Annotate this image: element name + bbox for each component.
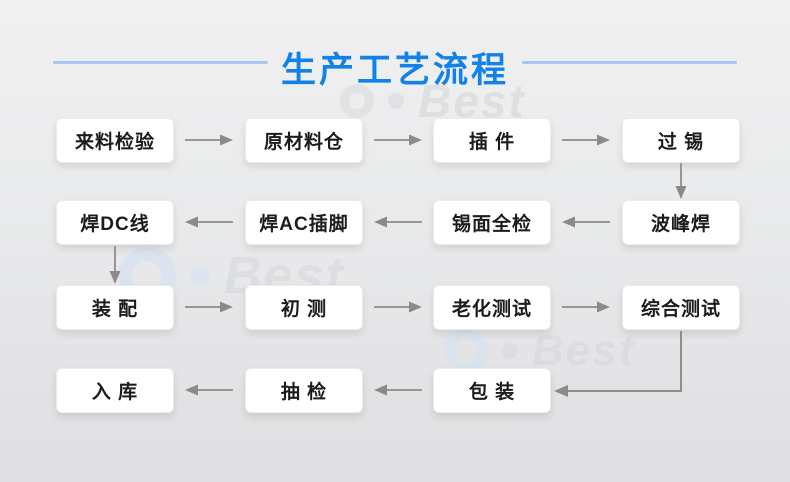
flow-step-solder-surface-full-inspection: 锡面全检 [433,200,551,245]
flow-step-comprehensive-test: 综合测试 [622,285,740,330]
connector-elbow-arrow [554,331,682,397]
arrow-left-icon [374,216,422,228]
flow-step-component-insertion: 插 件 [433,118,551,163]
flow-step-packaging: 包 装 [433,368,551,413]
arrow-right-icon [374,301,422,313]
flow-step-aging-test: 老化测试 [433,285,551,330]
flow-step-warehousing: 入 库 [56,368,174,413]
flow-step-sampling-inspection: 抽 检 [245,368,363,413]
arrow-right-icon [562,134,610,146]
watermark-dot-icon [388,93,404,109]
flow-step-incoming-inspection: 来料检验 [56,118,174,163]
flow-step-tinning: 过 锡 [622,118,740,163]
arrow-down-icon [109,246,121,284]
arrow-right-icon [374,134,422,146]
flow-step-solder-ac-pins: 焊AC插脚 [245,200,363,245]
arrow-left-icon [185,384,233,396]
watermark-ring-icon [444,329,488,373]
watermark-dot-icon [190,266,210,286]
flow-step-assembly: 装 配 [56,285,174,330]
arrow-right-icon [185,134,233,146]
arrow-right-icon [185,301,233,313]
title-divider-left [53,61,268,64]
flow-step-initial-test: 初 测 [245,285,363,330]
page-title: 生产工艺流程 [280,51,509,90]
arrow-down-icon [675,163,687,199]
arrow-left-icon [374,384,422,396]
arrow-right-icon [562,301,610,313]
title-divider-right [522,61,737,64]
watermark-dot-icon [502,343,518,359]
arrow-left-icon [562,216,610,228]
flow-step-raw-material-warehouse: 原材料仓 [245,118,363,163]
flow-step-wave-soldering: 波峰焊 [622,200,740,245]
arrow-left-icon [185,216,233,228]
flow-step-solder-dc-wire: 焊DC线 [56,200,174,245]
